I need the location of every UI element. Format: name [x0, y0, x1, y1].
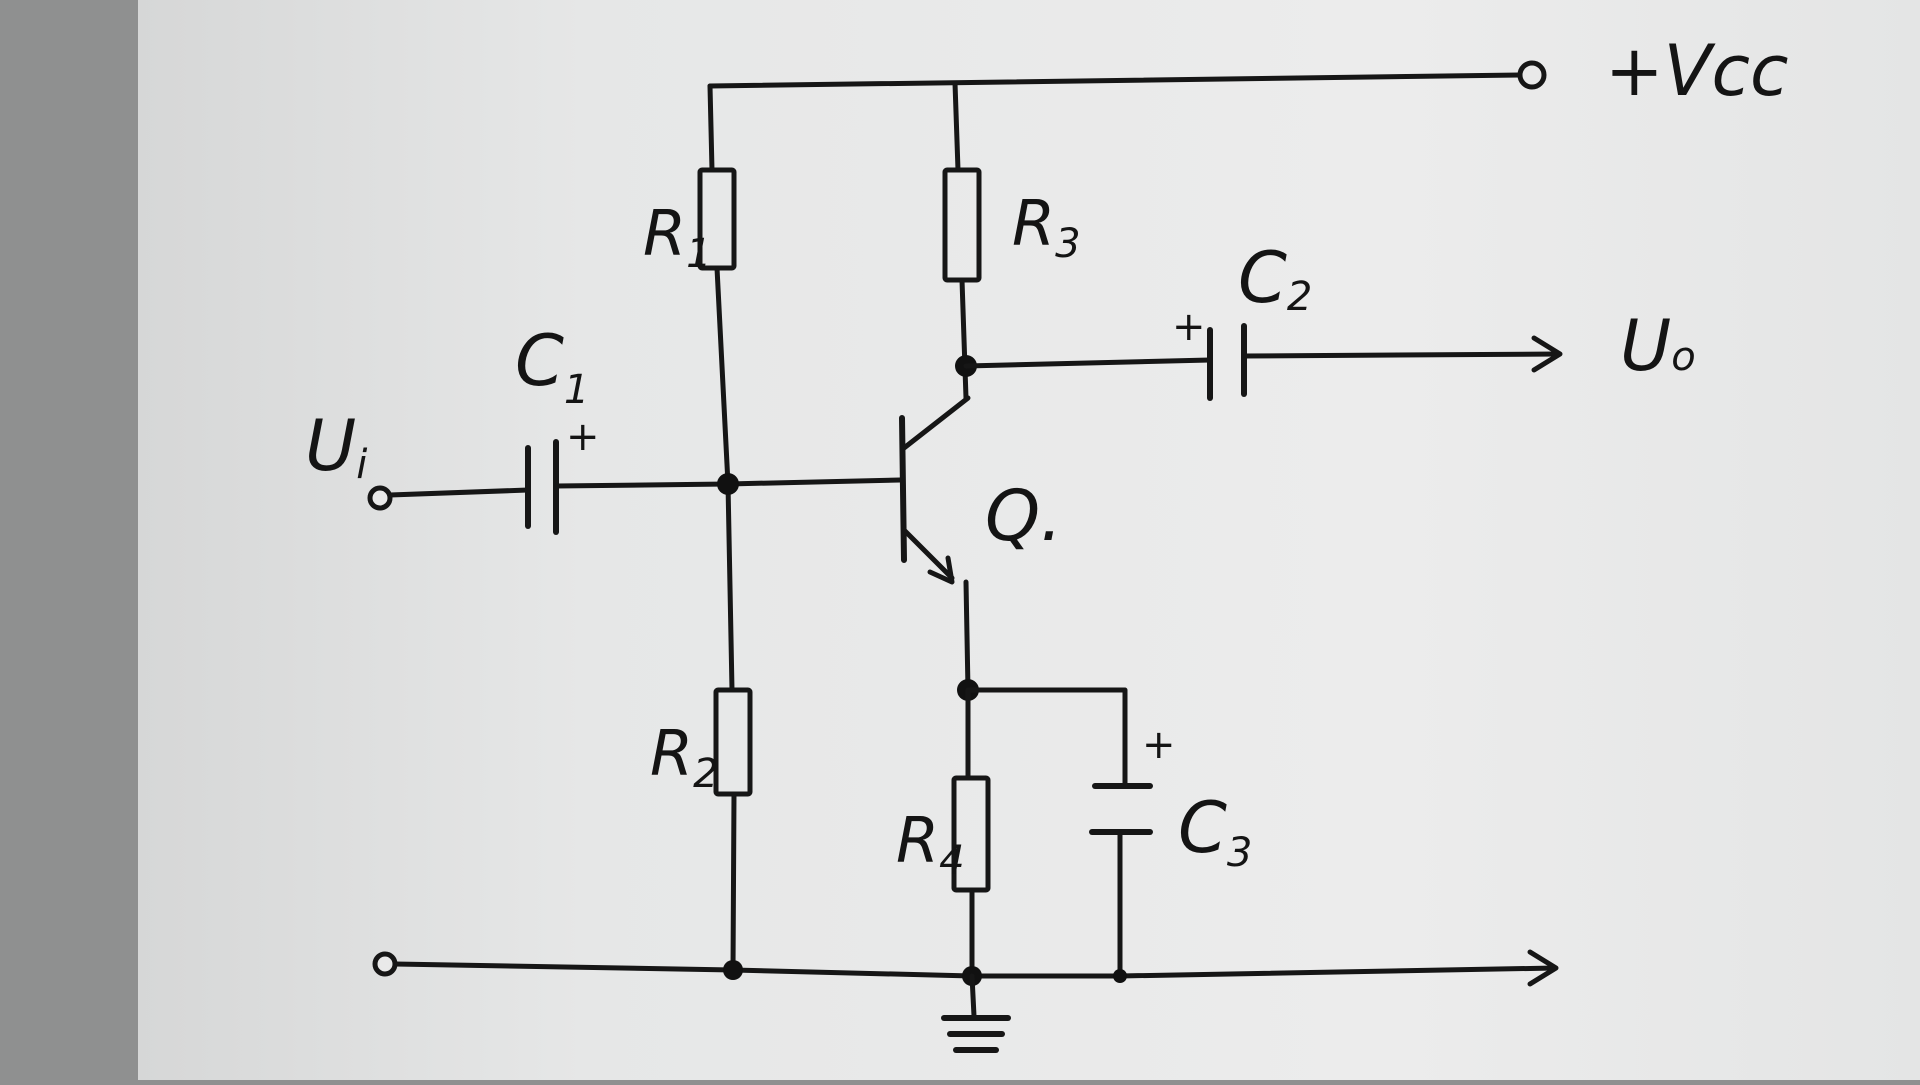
r1-top-wire — [707, 83, 715, 173]
r2-ground-wire — [730, 791, 737, 973]
base-wire — [725, 477, 903, 487]
r1-base-node-wire — [714, 265, 731, 487]
c2-label: C2 — [1238, 237, 1312, 320]
c3-label: C3 — [1178, 787, 1252, 876]
r2-label: R2 — [650, 717, 719, 797]
output-arrow — [1531, 335, 1563, 373]
r3-label: R3 — [1012, 187, 1081, 267]
output-wire — [1241, 351, 1561, 359]
vcc-label: +Vcc — [1605, 30, 1789, 112]
c2-polarity: + — [1172, 304, 1206, 350]
ground-output-arrow — [1527, 949, 1559, 987]
emitter-wire — [963, 579, 971, 693]
input-label: Ui — [305, 405, 367, 488]
collector-output-wire — [963, 357, 1213, 369]
r2-top-wire — [725, 481, 735, 693]
ground-junction-c3 — [1113, 969, 1127, 983]
r1-label: R1 — [643, 197, 712, 277]
ground-input-terminal[interactable] — [372, 951, 398, 977]
ground-junction-r2 — [723, 960, 743, 980]
transistor-q-emitter-arrow — [927, 555, 955, 585]
c1-polarity: + — [566, 414, 600, 460]
input-terminal[interactable] — [367, 485, 393, 511]
vcc-rail-wire — [707, 72, 1523, 89]
r4-label: R4 — [896, 804, 965, 884]
transistor-label: Q. — [985, 475, 1062, 557]
vcc-terminal[interactable] — [1517, 60, 1547, 90]
ground-symbol — [941, 973, 1011, 1053]
r3-collector-wire — [959, 277, 969, 401]
emitter-c3-wire — [965, 687, 1128, 787]
c3-polarity: + — [1142, 722, 1176, 768]
r3-top-wire — [952, 80, 961, 173]
c1-label: C1 — [515, 320, 589, 413]
input-wire — [387, 487, 531, 498]
c1-base-wire — [553, 481, 731, 489]
transistor-q-collector — [901, 395, 971, 451]
transistor-q-emitter — [901, 527, 955, 581]
base-junction — [717, 473, 739, 495]
output-label: Uo — [1620, 305, 1696, 387]
paper-sheet — [138, 0, 1920, 1080]
transistor-q-base-bar[interactable] — [899, 415, 907, 563]
